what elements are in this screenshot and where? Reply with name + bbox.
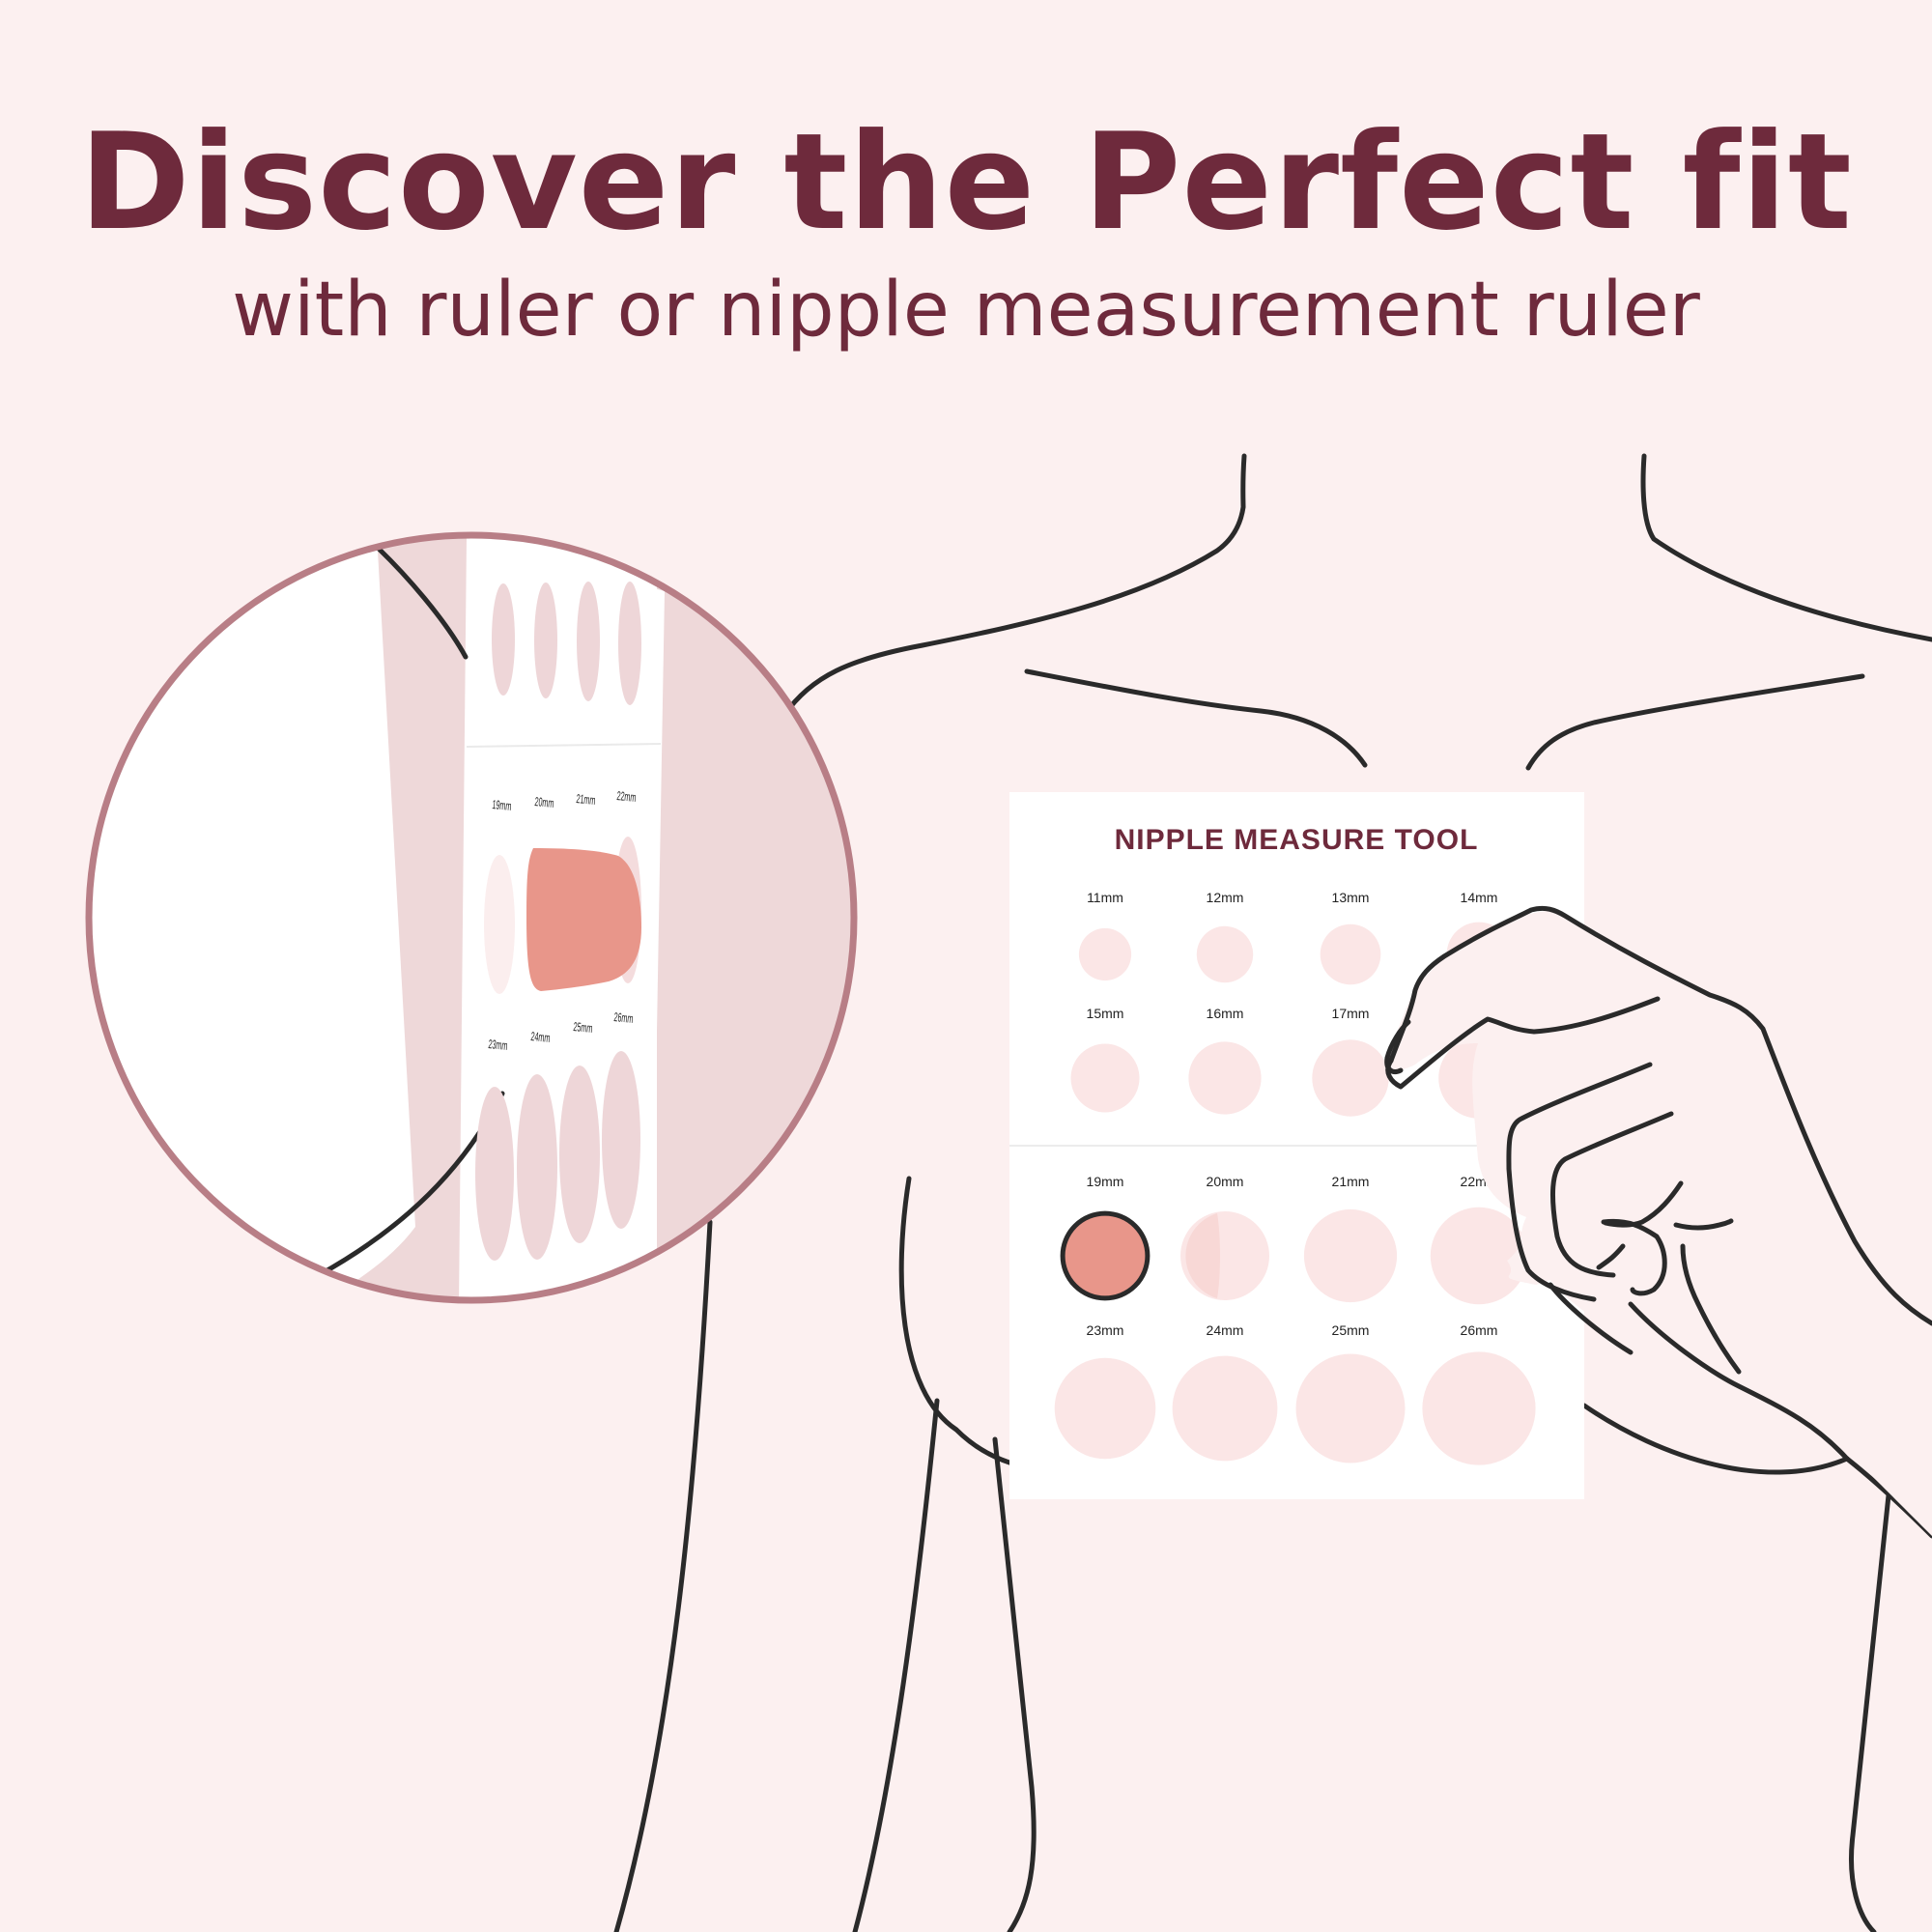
size-circle bbox=[1320, 923, 1381, 985]
zoom-size-label: 24mm bbox=[530, 1031, 551, 1046]
size-circle bbox=[1312, 1039, 1389, 1117]
size-label: 11mm bbox=[1087, 890, 1123, 905]
wrist-inner bbox=[1673, 1218, 1734, 1231]
headline-title: Discover the Perfect fit bbox=[79, 104, 1853, 260]
size-label: 20mm bbox=[1207, 1174, 1244, 1189]
zoom-highlight-swatch bbox=[526, 848, 641, 991]
zoom-skin-right bbox=[657, 535, 854, 1300]
size-label: 17mm bbox=[1332, 1006, 1370, 1021]
zoom-body-curve-top bbox=[376, 546, 469, 660]
body-right-side bbox=[1849, 1492, 1891, 1932]
size-label: 24mm bbox=[1207, 1322, 1244, 1338]
size-circle bbox=[1422, 1351, 1536, 1465]
finger-curl bbox=[1603, 1180, 1684, 1228]
index-finger bbox=[1385, 996, 1661, 1090]
zoom-size-label: 26mm bbox=[613, 1011, 634, 1027]
size-circle bbox=[1196, 925, 1254, 983]
size-circle bbox=[1172, 1355, 1278, 1462]
breast-right bbox=[1581, 1403, 1850, 1475]
thumb bbox=[1388, 905, 1932, 1326]
zoom-skin-left bbox=[319, 535, 469, 1300]
hand-illustration bbox=[1384, 905, 1932, 1536]
size-circle bbox=[1054, 1357, 1156, 1460]
torso-outline bbox=[613, 453, 1932, 1932]
size-label: 15mm bbox=[1087, 1006, 1124, 1021]
breast-left-base bbox=[852, 1398, 940, 1932]
hand-fill bbox=[1386, 910, 1932, 1536]
zoom-row-top bbox=[492, 582, 641, 705]
size-circle bbox=[1070, 1043, 1140, 1113]
size-circle-overlap bbox=[1185, 1213, 1220, 1298]
size-label: 14mm bbox=[1461, 890, 1498, 905]
zoom-size-label: 19mm bbox=[492, 799, 512, 814]
left-side-body bbox=[613, 1219, 713, 1932]
tool-title: NIPPLE MEASURE TOOL bbox=[1115, 824, 1479, 856]
palm-edge bbox=[1548, 1282, 1634, 1355]
neck-right bbox=[1640, 453, 1932, 642]
zoom-magnifier: 19mm 20mm 21mm 22mm 23mm 24mm 25mm 26mm bbox=[85, 531, 858, 1304]
size-label: 25mm bbox=[1332, 1322, 1370, 1338]
size-label: 12mm bbox=[1207, 890, 1244, 905]
zoom-size-label: 22mm bbox=[616, 790, 637, 806]
zoom-ring bbox=[85, 531, 858, 1304]
zoom-size-label: 21mm bbox=[576, 793, 596, 809]
neck-left bbox=[781, 453, 1247, 718]
middle-finger bbox=[1506, 1062, 1653, 1302]
collarbone-left bbox=[1024, 668, 1368, 768]
pinky-tip bbox=[1596, 1243, 1626, 1270]
size-label: 26mm bbox=[1461, 1322, 1498, 1338]
thumb-tip bbox=[1384, 1019, 1411, 1074]
size-label: 13mm bbox=[1332, 890, 1370, 905]
body-center-left bbox=[992, 1436, 1037, 1932]
zoom-row-bottom bbox=[475, 1051, 640, 1261]
headline-subtitle: with ruler or nipple measurement ruler bbox=[232, 267, 1700, 354]
zoom-labels-row2: 23mm 24mm 25mm 26mm bbox=[488, 1011, 634, 1054]
size-circle bbox=[1430, 1207, 1528, 1305]
ring-finger bbox=[1549, 1111, 1674, 1278]
zoom-size-label: 23mm bbox=[488, 1038, 508, 1054]
size-circle bbox=[1078, 927, 1132, 981]
zoom-size-label: 20mm bbox=[534, 796, 554, 811]
collarbone-right bbox=[1525, 673, 1865, 771]
zoom-row-middle bbox=[484, 837, 641, 994]
arm-right bbox=[1844, 1456, 1932, 1539]
zoom-size-label: 25mm bbox=[573, 1021, 593, 1037]
size-label: 21mm bbox=[1332, 1174, 1370, 1189]
zoom-card-fold bbox=[466, 743, 662, 748]
size-circle bbox=[1188, 1041, 1262, 1115]
size-circle bbox=[1303, 1208, 1398, 1303]
palm-lower bbox=[1628, 1301, 1850, 1462]
wrist-line bbox=[1680, 1243, 1742, 1375]
size-label: 23mm bbox=[1087, 1322, 1124, 1338]
size-label: 19mm bbox=[1087, 1174, 1124, 1189]
zoom-labels-row1: 19mm 20mm 21mm 22mm bbox=[492, 790, 637, 814]
size-circle bbox=[1295, 1353, 1406, 1463]
size-label: 16mm bbox=[1207, 1006, 1244, 1021]
size-circle-selected bbox=[1060, 1210, 1151, 1301]
